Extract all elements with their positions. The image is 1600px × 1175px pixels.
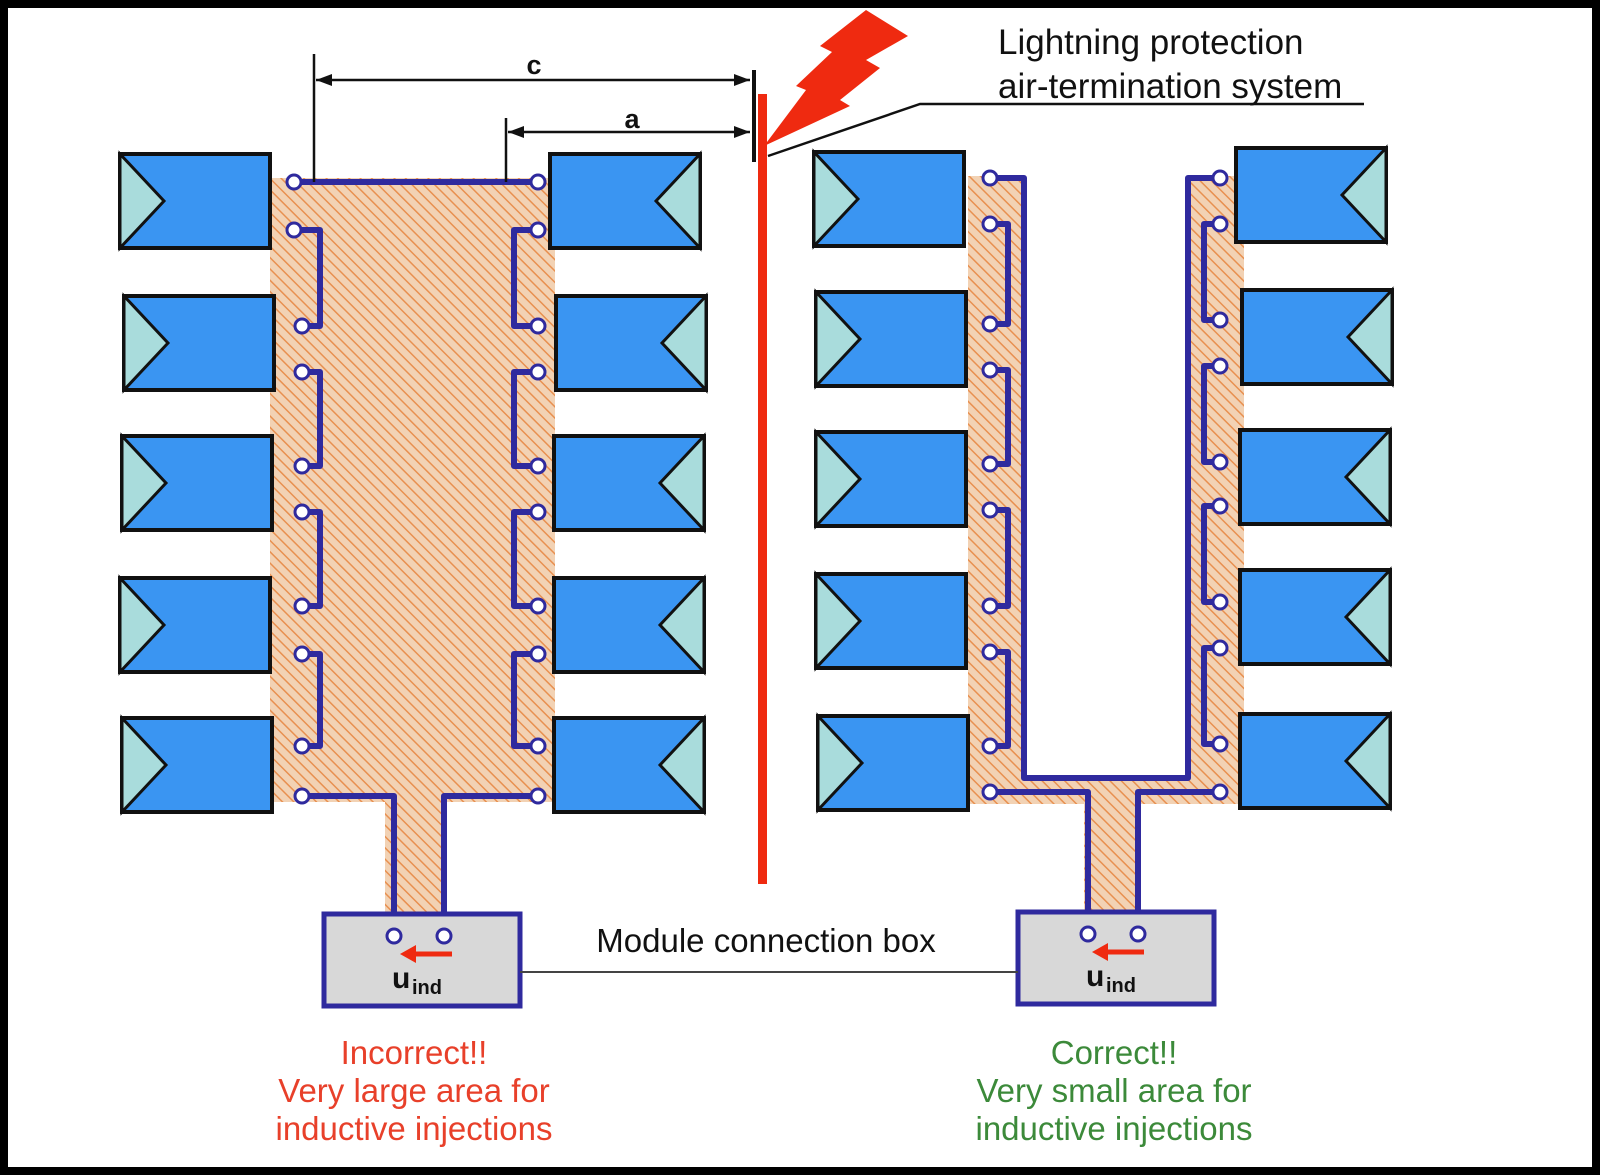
pv-module	[814, 428, 968, 530]
incorrect-right-modules	[548, 150, 708, 816]
incorrect-caption-line1: Incorrect!!	[341, 1034, 488, 1071]
terminal-circles	[285, 169, 1229, 805]
correct-left-modules	[812, 148, 970, 814]
pv-wiring-diagram: Lightning protection air-termination sys…	[118, 10, 1394, 1147]
correct-caption: Correct!! Very small area for inductive …	[976, 1034, 1253, 1147]
pv-module	[1238, 710, 1392, 812]
pv-module	[118, 150, 272, 252]
pv-module	[1234, 144, 1388, 246]
diagram-canvas: Lightning protection air-termination sys…	[8, 8, 1592, 1167]
pv-module	[120, 432, 274, 534]
correct-right-modules	[1234, 144, 1394, 812]
pv-module	[118, 574, 272, 676]
incorrect-caption-line3: inductive injections	[276, 1110, 553, 1147]
pv-module	[816, 712, 970, 814]
incorrect-caption-line2: Very large area for	[278, 1072, 549, 1109]
induced-voltage-arrow-icon	[400, 945, 416, 963]
uind-main: u	[1086, 960, 1104, 993]
pv-module	[812, 148, 966, 250]
pv-module	[814, 288, 968, 390]
dimension-a	[504, 118, 750, 182]
induced-voltage-arrow-icon	[1092, 943, 1108, 961]
pv-module	[552, 432, 706, 534]
lightning-bolt-icon	[764, 10, 908, 146]
uind-subscript: ind	[412, 977, 442, 999]
incorrect-left-modules	[118, 150, 276, 816]
pv-module	[1238, 566, 1392, 668]
pv-module	[1238, 426, 1392, 528]
incorrect-wiring	[294, 179, 538, 934]
connection-box-right	[1015, 909, 1217, 1007]
pv-module	[814, 570, 968, 672]
air-termination-label-line2: air-termination system	[998, 67, 1342, 106]
uind-label-right: u ind	[1086, 960, 1136, 997]
correct-caption-line2: Very small area for	[976, 1072, 1251, 1109]
pv-module	[120, 714, 274, 816]
air-termination-label-line1: Lightning protection	[998, 23, 1304, 62]
uind-main: u	[392, 962, 410, 995]
air-termination-rod	[758, 94, 767, 884]
pv-module	[1240, 286, 1394, 388]
uind-subscript: ind	[1106, 975, 1136, 997]
dimension-c-label: c	[526, 50, 541, 80]
dimension-a-label: a	[624, 104, 640, 134]
pv-module	[548, 150, 702, 252]
pv-module	[552, 714, 706, 816]
pv-module	[552, 574, 706, 676]
correct-caption-line3: inductive injections	[976, 1110, 1253, 1147]
correct-caption-line1: Correct!!	[1051, 1034, 1178, 1071]
dimension-c	[312, 54, 756, 182]
pv-module	[122, 292, 276, 394]
pv-module	[554, 292, 708, 394]
air-termination-leader	[767, 102, 1364, 158]
incorrect-caption: Incorrect!! Very large area for inductiv…	[276, 1034, 553, 1147]
connection-box-label: Module connection box	[596, 922, 936, 959]
connection-box-left	[321, 911, 523, 1009]
uind-label-left: u ind	[392, 962, 442, 999]
